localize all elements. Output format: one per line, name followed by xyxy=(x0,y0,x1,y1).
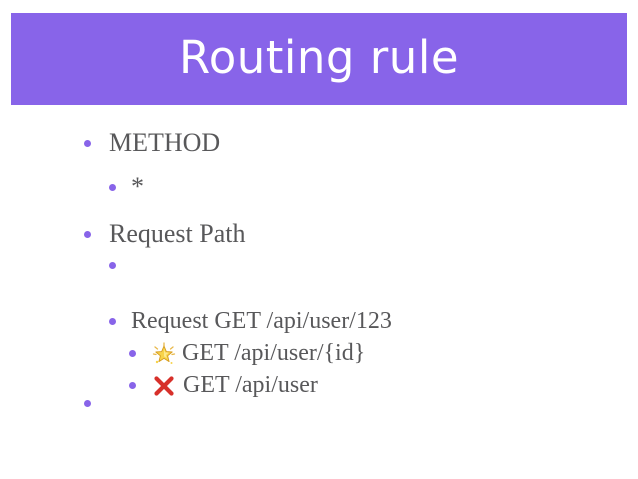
list-item: GET /api/user/{id} xyxy=(129,340,365,367)
list-item-text: * xyxy=(131,172,144,201)
list-item: Request GET /api/user/123 xyxy=(109,308,392,335)
bullet-dot xyxy=(129,350,136,357)
list-item-text: GET /api/user xyxy=(183,372,318,398)
red-cross-mark-icon xyxy=(153,375,175,397)
list-item-text: Request GET /api/user/123 xyxy=(131,308,392,334)
list-item-text: METHOD xyxy=(109,128,221,157)
bullet-dot xyxy=(84,400,91,407)
sparkle-star-icon xyxy=(152,341,176,366)
bullet-dot xyxy=(109,318,116,325)
bullet-dot xyxy=(109,183,116,191)
bullet-dot xyxy=(84,139,91,147)
bullet-dot xyxy=(84,230,91,238)
list-item: * xyxy=(109,172,144,202)
list-item: GET /api/user xyxy=(129,372,318,399)
title-bar: Routing rule xyxy=(11,13,627,105)
list-item: Request Path xyxy=(84,219,246,249)
list-item-text: Request Path xyxy=(109,219,246,248)
list-item xyxy=(109,262,131,269)
list-item-text: GET /api/user/{id} xyxy=(182,340,366,366)
list-item xyxy=(84,400,109,407)
bullet-dot xyxy=(109,262,116,269)
list-item: METHOD xyxy=(84,128,220,158)
slide-title: Routing rule xyxy=(178,30,460,84)
bullet-dot xyxy=(129,382,136,389)
